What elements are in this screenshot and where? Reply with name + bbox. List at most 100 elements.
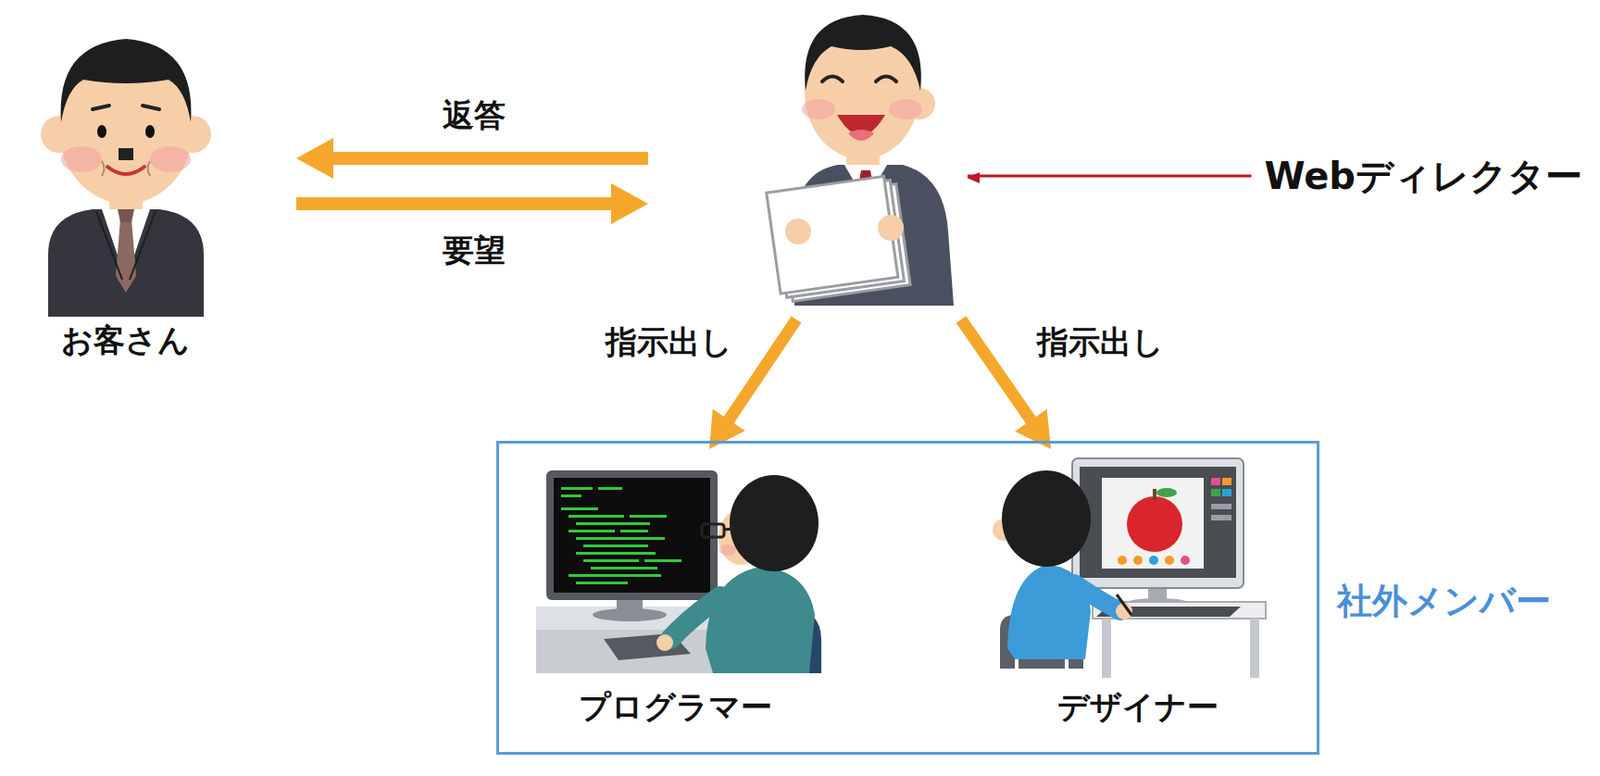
designer-figure bbox=[1101, 618, 1112, 678]
code-lines bbox=[561, 494, 582, 498]
designer-figure bbox=[1211, 477, 1221, 486]
customer-node: お客さん bbox=[27, 23, 297, 366]
director-node: Webディレクター bbox=[648, 7, 1588, 320]
designer-figure bbox=[1211, 503, 1232, 510]
programmer-figure bbox=[546, 470, 718, 600]
customer-figure bbox=[97, 125, 107, 138]
external-group-box: 社外メンバープログラマーデザイナー bbox=[496, 440, 1320, 755]
director-figure bbox=[766, 14, 954, 306]
customer-figure bbox=[61, 146, 102, 173]
designer-figure bbox=[1074, 583, 1121, 612]
designer-figure bbox=[1116, 594, 1132, 615]
arrow-head bbox=[296, 137, 334, 179]
programmer-figure bbox=[670, 596, 721, 639]
designer-figure bbox=[1001, 470, 1091, 567]
arrow-head bbox=[611, 183, 649, 225]
designer-figure bbox=[1126, 496, 1183, 552]
programmer-figure bbox=[656, 634, 674, 651]
code-lines bbox=[561, 507, 599, 511]
flow-arrow bbox=[296, 183, 649, 225]
director-figure bbox=[801, 99, 836, 120]
node-label: お客さん bbox=[27, 321, 223, 360]
designer-figure bbox=[1222, 477, 1232, 486]
leader-line bbox=[967, 175, 1252, 178]
customer-figure bbox=[117, 209, 135, 223]
edge-label: 指示出し bbox=[601, 323, 737, 362]
customer-figure bbox=[101, 161, 150, 176]
programmer-figure bbox=[705, 566, 815, 674]
director-figure bbox=[888, 99, 923, 120]
code-lines bbox=[583, 559, 639, 563]
flow-arrow bbox=[296, 137, 649, 179]
node-label: Webディレクター bbox=[1264, 153, 1583, 199]
director-figure bbox=[785, 218, 812, 245]
designer-figure bbox=[1211, 488, 1221, 497]
arrow-shaft bbox=[726, 319, 797, 424]
designer-figure bbox=[1133, 555, 1143, 565]
node-label: プログラマー bbox=[510, 687, 840, 726]
designer-node: デザイナー bbox=[973, 449, 1303, 748]
code-lines bbox=[568, 529, 615, 533]
customer-figure bbox=[61, 38, 192, 123]
director-figure bbox=[822, 76, 897, 83]
designer-figure bbox=[1117, 555, 1127, 565]
code-lines bbox=[575, 522, 650, 525]
customer-figure bbox=[115, 218, 137, 293]
director-figure bbox=[848, 129, 875, 141]
customer-figure bbox=[48, 209, 204, 317]
director-figure bbox=[766, 175, 911, 303]
code-lines bbox=[575, 551, 656, 555]
customer-figure bbox=[118, 148, 134, 161]
director-figure bbox=[877, 214, 904, 241]
edge-label: 要望 bbox=[438, 231, 510, 270]
customer-figure bbox=[150, 146, 191, 173]
code-lines bbox=[629, 514, 667, 518]
edge-label: 指示出し bbox=[1033, 323, 1168, 362]
designer-figure bbox=[1222, 488, 1232, 497]
programmer-figure bbox=[592, 608, 667, 622]
node-label: 社外メンバー bbox=[1337, 580, 1551, 624]
code-lines bbox=[561, 487, 593, 490]
director-figure bbox=[766, 175, 899, 294]
code-lines bbox=[568, 574, 662, 577]
programmer-figure bbox=[729, 475, 819, 572]
code-lines bbox=[568, 514, 625, 518]
designer-figure bbox=[1156, 487, 1177, 498]
programmer-figure bbox=[719, 544, 737, 556]
designer-figure bbox=[1072, 458, 1244, 588]
designer-figure bbox=[1101, 477, 1204, 569]
customer-figure bbox=[107, 166, 145, 175]
code-lines bbox=[575, 581, 628, 585]
customer-figure bbox=[145, 125, 155, 138]
customer-figure bbox=[40, 38, 212, 317]
programmer-figure bbox=[701, 524, 725, 538]
designer-figure bbox=[1079, 466, 1237, 578]
designer-figure bbox=[1180, 555, 1190, 565]
designer-figure bbox=[1250, 618, 1260, 678]
code-lines bbox=[561, 487, 682, 585]
edge-label: 返答 bbox=[438, 96, 510, 135]
director-figure bbox=[804, 14, 922, 91]
leader-line bbox=[966, 172, 1252, 184]
designer-figure bbox=[1149, 555, 1159, 565]
designer-figure bbox=[1164, 555, 1175, 565]
code-lines bbox=[644, 559, 682, 563]
code-lines bbox=[598, 487, 623, 490]
customer-figure bbox=[96, 211, 156, 280]
programmer-figure bbox=[536, 470, 822, 674]
code-lines bbox=[575, 537, 665, 540]
code-lines bbox=[590, 566, 658, 570]
code-lines bbox=[620, 529, 649, 533]
node-label: デザイナー bbox=[973, 687, 1303, 726]
code-lines bbox=[583, 544, 649, 548]
customer-figure bbox=[92, 105, 160, 110]
leader-line bbox=[966, 172, 980, 184]
arrow-shaft bbox=[329, 151, 649, 165]
programmer-node: プログラマー bbox=[510, 449, 840, 748]
designer-figure bbox=[1211, 514, 1232, 521]
arrow-shaft bbox=[296, 197, 615, 211]
designer-figure bbox=[1152, 488, 1157, 500]
